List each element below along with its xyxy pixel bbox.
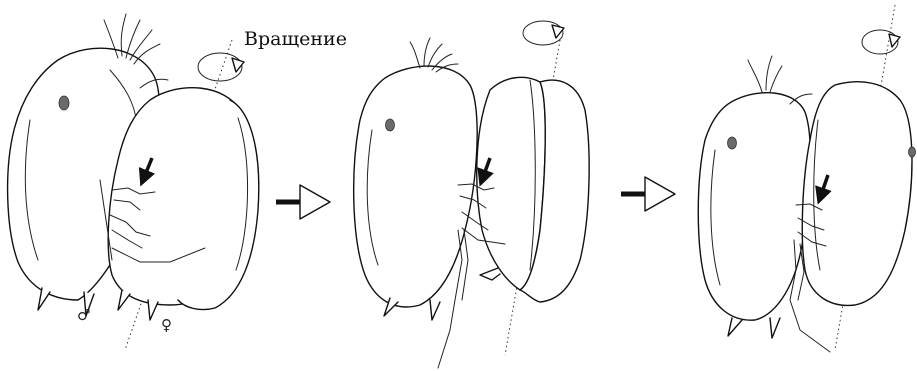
male-eye bbox=[728, 137, 737, 149]
female-carapace bbox=[802, 82, 912, 306]
male-eye bbox=[386, 119, 395, 131]
panel-3 bbox=[698, 5, 915, 352]
transition-arrow-1 bbox=[276, 185, 330, 219]
male-carapace bbox=[698, 93, 810, 320]
rotation-indicator bbox=[862, 30, 900, 54]
rotation-indicator bbox=[198, 53, 244, 81]
transition-arrow-2 bbox=[621, 177, 675, 211]
male-carapace bbox=[354, 66, 477, 307]
female-symbol: ♀ bbox=[161, 316, 172, 334]
rotation-label: Вращение bbox=[244, 28, 347, 50]
male-symbol: ♂ bbox=[77, 306, 90, 324]
panel-1: Вращение bbox=[8, 14, 347, 350]
rotation-indicator bbox=[523, 21, 564, 45]
male-eye bbox=[59, 96, 69, 110]
panel-2 bbox=[354, 21, 589, 368]
female-eye bbox=[909, 147, 916, 157]
